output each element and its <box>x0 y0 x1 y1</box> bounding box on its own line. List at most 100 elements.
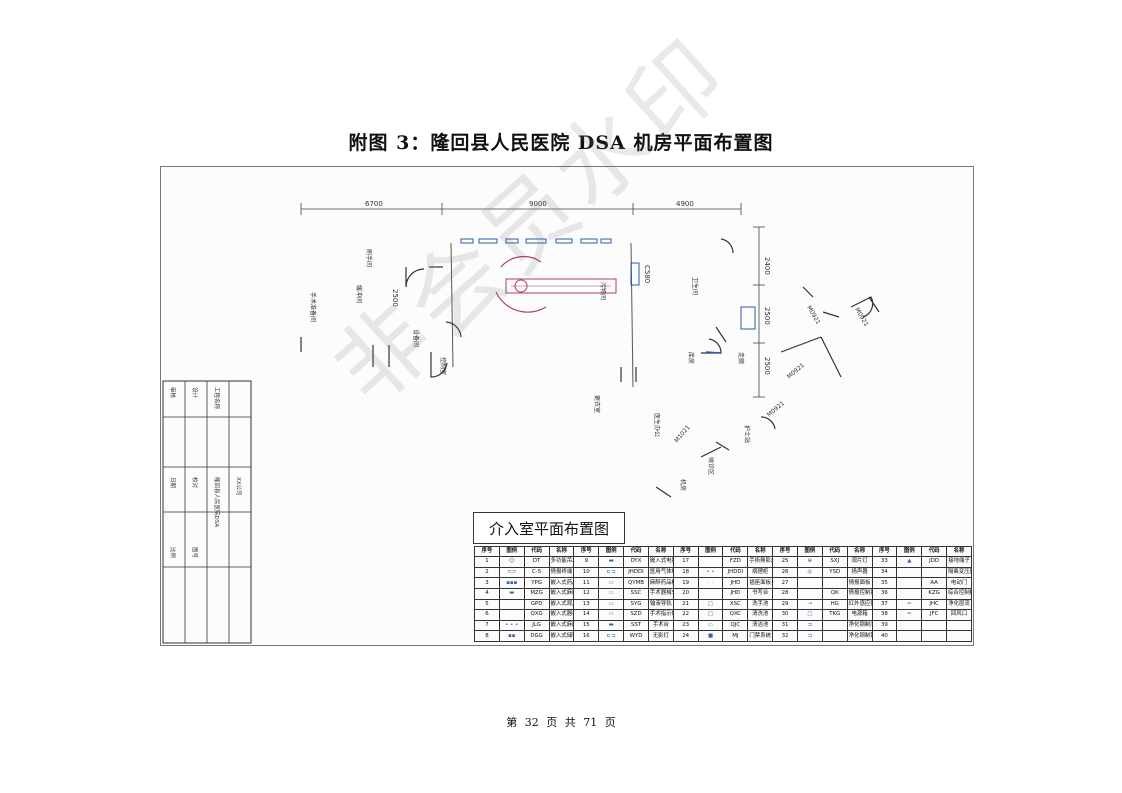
table-row: 1☺DT多功能吊塔9▬DYX嵌入式电器柜17FZD手術無影灯25⊕SXJ观片灯3… <box>474 556 972 568</box>
legend-header-cell: 名称 <box>846 546 873 557</box>
legend-header-cell: 序号 <box>871 546 898 557</box>
legend-cell-no: 17 <box>672 556 699 568</box>
legend-cell-name: 麻醉药品柜 <box>647 577 674 589</box>
legend-cell-name: 扬声器 <box>846 566 873 579</box>
legend-cell-code: SYG <box>623 598 649 611</box>
legend-cell-sym: □ <box>796 609 823 621</box>
legend-cell-sym: ⊐ <box>796 630 823 642</box>
legend-cell-code: FZD <box>722 556 749 568</box>
side-dimension-3: 2500 <box>763 357 771 375</box>
legend-header-cell: 代码 <box>821 546 848 557</box>
footer-mid1: 页 <box>546 716 558 729</box>
room-label-4: 控制室 <box>439 357 447 375</box>
legend-cell-no: 6 <box>474 609 500 621</box>
legend-cell-code <box>821 577 848 589</box>
legend-cell-name: 红外感应器 <box>846 598 873 611</box>
legend-cell-no: 7 <box>474 619 500 632</box>
legend-cell-name: 病理柜 <box>747 566 774 579</box>
legend-cell-no: 16 <box>573 630 600 642</box>
legend-cell-no: 13 <box>573 598 600 611</box>
room-label-0: 手术准备间 <box>309 292 317 322</box>
legend-cell-code: MJ <box>722 630 749 642</box>
legend-cell-name: 嵌入式储物柜 <box>548 630 575 642</box>
legend-cell-no: 8 <box>474 630 500 642</box>
room-label-13: 机房 <box>679 479 687 491</box>
legend-header-cell: 名称 <box>946 546 972 557</box>
legend-cell-sym: ▬ <box>598 556 625 568</box>
title-block-5: 审核 <box>169 387 177 399</box>
legend-cell-name: 嵌入式药品柜 <box>548 577 575 589</box>
room-label-8: 走廊 <box>737 352 745 364</box>
legend-header-cell: 名称 <box>747 546 774 557</box>
legend-cell-name: 电源箱 <box>846 609 873 621</box>
legend-cell-no: 20 <box>672 587 699 600</box>
legend-cell-name <box>946 619 972 632</box>
legend-cell-no: 3 <box>474 577 500 589</box>
door-code-4: M0921 <box>766 400 786 419</box>
legend-cell-sym: ⊕ <box>796 556 823 568</box>
table-row: 8▪▪DGG嵌入式储物柜16⊏⊐WYD无影灯24■MJ门禁系统32⊐净化钢制铅门… <box>474 630 972 642</box>
side-dimension-2: 2500 <box>763 307 771 325</box>
legend-cell-code: DT <box>523 556 550 568</box>
legend-header-cell: 序号 <box>772 546 798 557</box>
legend-cell-no: 19 <box>672 577 699 589</box>
legend-cell-no: 15 <box>573 619 600 632</box>
legend-cell-no: 26 <box>772 566 798 579</box>
title-block-0: XX公司 <box>235 477 242 496</box>
legend-cell-code <box>921 566 948 579</box>
legend-cell-code: QJC <box>722 619 749 632</box>
legend-cell-code: QYMB <box>623 577 649 589</box>
table-row: 7• • •JLG嵌入式麻醉记录台15▬SST手术台23▭QJC清洁池31⊐净化… <box>474 619 972 632</box>
legend-cell-code: DGG <box>523 630 550 642</box>
legend-cell-name: 嵌入式电器柜 <box>647 556 674 568</box>
legend-header-cell: 图例 <box>896 546 923 557</box>
legend-cell-sym: ▬ <box>498 587 525 600</box>
room-label-9: 更衣室 <box>593 395 601 413</box>
legend-cell-code: JHD <box>722 577 749 589</box>
legend-cell-no: 32 <box>772 630 798 642</box>
legend-cell-code: JHC <box>921 598 948 611</box>
legend-cell-code: SSC <box>623 587 649 600</box>
room-label-3: 设备间 <box>412 329 420 347</box>
side-dimension-4: 2500 <box>391 289 399 307</box>
footer-prefix: 第 <box>506 716 518 729</box>
legend-table: 序号图例代码名称序号图例代码名称序号图例代码名称序号图例代码名称序号图例代码名称… <box>474 546 972 642</box>
legend-cell-code: GPD <box>523 598 550 611</box>
footer-total-pages: 71 <box>583 716 598 729</box>
table-row: 6QXG嵌入式器械柜14▭SZD手术指示灯22□QXC清洗池30□TKG电源箱3… <box>474 609 972 621</box>
legend-cell-sym <box>896 566 923 579</box>
legend-cell-no: 12 <box>573 587 600 600</box>
door-code-2: M0921 <box>853 307 869 328</box>
legend-cell-sym: □ <box>697 609 724 621</box>
legend-cell-code: JHD <box>722 587 749 600</box>
table-row: 4▬MZG嵌入式麻醉柜12▭SSC手术器械车20JHD书写台28QK情报控制器3… <box>474 587 972 600</box>
legend-cell-code: C-5 <box>523 566 550 579</box>
legend-cell-code: SST <box>623 619 649 632</box>
legend-cell-name: 净化层流 <box>946 598 972 611</box>
legend-cell-sym: ■ <box>697 630 724 642</box>
legend-cell-sym: • • <box>697 566 724 579</box>
legend-cell-code <box>921 619 948 632</box>
legend-cell-no: 28 <box>772 587 798 600</box>
legend-cell-name: 洗手池 <box>747 598 774 611</box>
table-row: 3▪▪▪YPG嵌入式药品柜11▭QYMB麻醉药品柜19· ·JHD插座面板27情… <box>474 577 972 589</box>
legend-cell-name: 手术指示灯 <box>647 609 674 621</box>
room-label-2: 刷手间 <box>365 249 373 267</box>
dimension-3: 4900 <box>676 200 694 208</box>
legend-cell-code: WYD <box>623 630 649 642</box>
legend-cell-no: 31 <box>772 619 798 632</box>
legend-cell-no: 5 <box>474 598 500 611</box>
legend-header-cell: 图例 <box>498 546 525 557</box>
door-code-3: M0921 <box>786 362 806 381</box>
legend-cell-no: 33 <box>871 556 898 568</box>
legend-cell-no: 1 <box>474 556 500 568</box>
legend-cell-code: JLG <box>523 619 550 632</box>
legend-header-cell: 代码 <box>523 546 550 557</box>
legend-cell-no: 25 <box>772 556 798 568</box>
legend-header-cell: 图例 <box>796 546 823 557</box>
legend-cell-code: XSC <box>722 598 749 611</box>
legend-cell-name: 输液导轨 <box>647 598 674 611</box>
legend-header-row: 序号图例代码名称序号图例代码名称序号图例代码名称序号图例代码名称序号图例代码名称 <box>474 546 972 557</box>
legend-cell-code: SXJ <box>821 556 848 568</box>
legend-title: 介入室平面布置图 <box>473 512 625 544</box>
